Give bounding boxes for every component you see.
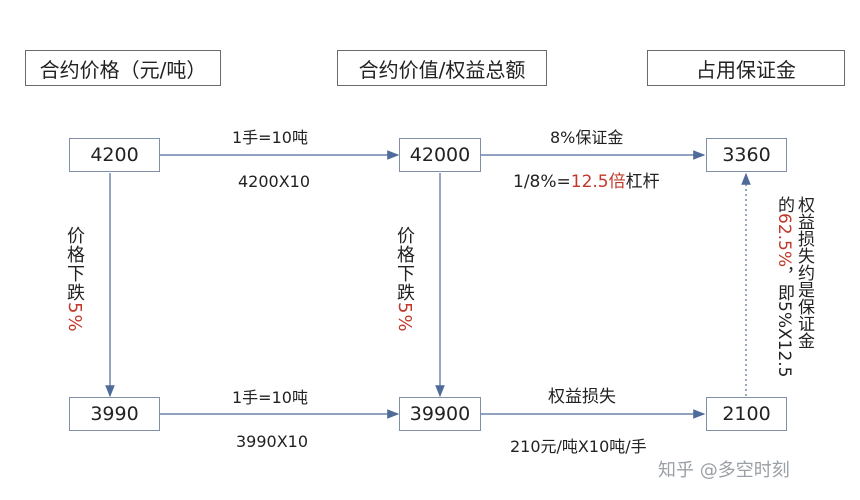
node-price-top: 4200 [69,138,160,172]
label-bottom-right-below: 210元/吨X10吨/手 [510,437,647,456]
vertical-label-middle: 价格下跌5% [394,226,415,333]
header-margin: 占用保证金 [647,50,845,86]
vertical-label-left: 价格下跌5% [64,226,85,333]
header-contract-value: 合约价值/权益总额 [337,50,547,86]
price-drop-text-middle: 价格下跌 [394,226,415,302]
label-top-left-above: 1手=10吨 [232,128,308,147]
loss-col1: 权益损失约是保证金 [794,196,814,349]
node-margin-bottom: 2100 [706,397,787,431]
node-value-bottom: 39900 [399,397,481,431]
node-price-bottom: 3990 [69,397,160,431]
label-top-right-above: 8%保证金 [550,128,624,147]
label-bottom-left-below: 3990X10 [236,432,309,451]
price-drop-pct-middle: 5% [394,302,415,333]
watermark: 知乎 @多空时刻 [658,460,790,481]
leverage-prefix: 1/8%= [513,172,571,192]
node-margin-top: 3360 [706,138,787,172]
loss-col2-prefix: 的 [774,196,794,213]
loss-col2-pct: 62.5% [774,213,794,268]
loss-col2-suffix: ，即5%X12.5 [774,267,794,378]
label-bottom-left-above: 1手=10吨 [232,388,308,407]
leverage-suffix: 杠杆 [625,172,660,192]
node-value-top: 42000 [399,138,481,172]
price-drop-text-left: 价格下跌 [64,226,85,302]
header-contract-price: 合约价格（元/吨） [25,50,221,86]
leverage-value: 12.5倍 [570,172,626,192]
vertical-label-right: 权益损失约是保证金的62.5%，即5%X12.5 [774,196,814,377]
label-top-right-below: 1/8%=12.5倍杠杆 [513,167,660,192]
price-drop-pct-left: 5% [64,302,85,333]
label-bottom-right-above: 权益损失 [548,387,616,407]
label-top-left-below: 4200X10 [238,172,311,191]
